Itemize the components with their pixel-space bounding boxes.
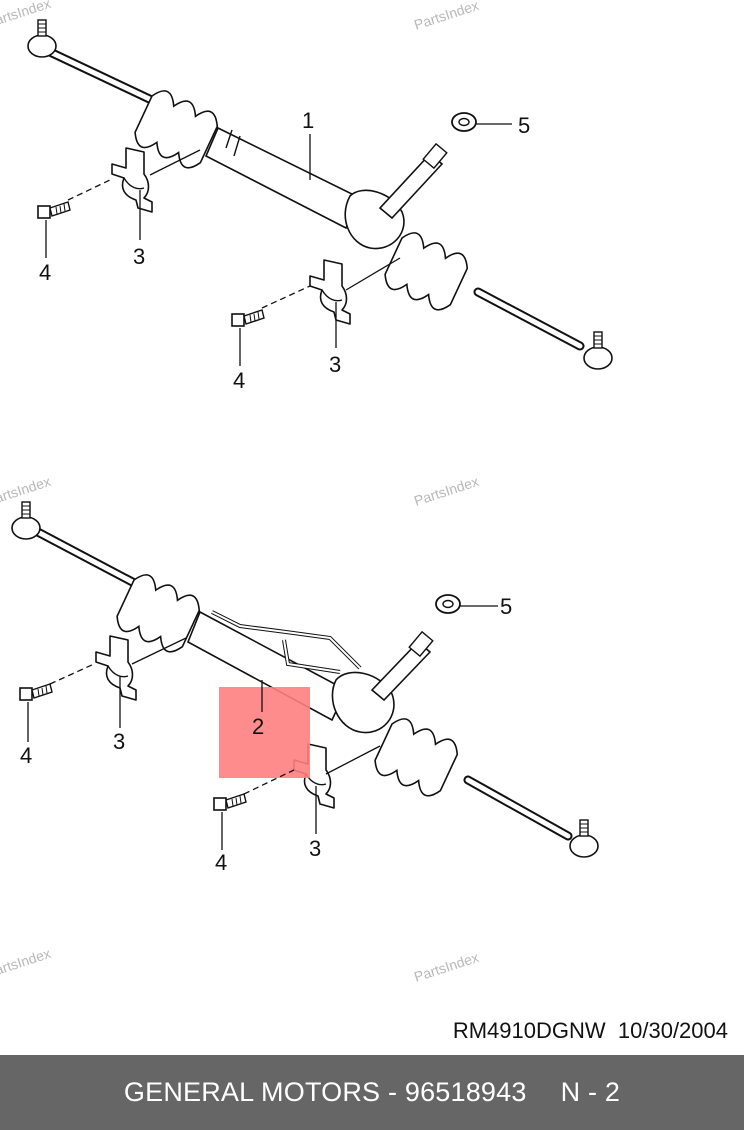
footer-page: N - 2 — [560, 1077, 621, 1107]
upper-washer — [451, 112, 477, 132]
lower-left-clamp — [95, 635, 137, 701]
callout-4: 4 — [39, 260, 51, 285]
upper-steering-rack — [27, 19, 613, 370]
callout-5: 5 — [500, 594, 512, 619]
upper-left-clamp — [111, 147, 153, 213]
callout-3: 3 — [133, 244, 145, 269]
callout-4: 4 — [233, 368, 245, 393]
upper-right-bolt — [231, 309, 265, 327]
watermark-text: PartsIndex — [412, 949, 481, 985]
callout-4: 4 — [215, 850, 227, 875]
callout-2: 2 — [252, 714, 264, 739]
upper-left-bolt — [37, 201, 71, 219]
part-2-highlight — [219, 687, 310, 778]
lower-steering-rack — [11, 501, 599, 858]
footer-title: GENERAL MOTORS - 96518943 — [123, 1077, 527, 1107]
watermark-text: PartsIndex — [412, 473, 481, 509]
lower-right-bolt — [213, 793, 247, 811]
callout-1: 1 — [302, 108, 314, 133]
reference-line: RM4910DGNW 10/30/2004 — [453, 1018, 728, 1044]
watermark-text: PartsIndex — [412, 0, 481, 33]
callout-3: 3 — [309, 836, 321, 861]
upper-right-clamp — [309, 259, 351, 325]
callout-3: 3 — [113, 729, 125, 754]
callout-3: 3 — [329, 352, 341, 377]
callout-5: 5 — [518, 113, 530, 138]
reference-date: 10/30/2004 — [617, 1018, 728, 1043]
parts-diagram: PartsIndex PartsIndex PartsIndex PartsIn… — [0, 0, 613, 985]
reference-code: RM4910DGNW — [452, 1018, 606, 1043]
callout-4: 4 — [20, 743, 32, 768]
footer-bar: GENERAL MOTORS - 96518943 N - 2 — [0, 1055, 744, 1130]
watermark-text: PartsIndex — [0, 945, 53, 981]
lower-washer — [435, 594, 461, 614]
lower-left-bolt — [19, 683, 53, 701]
